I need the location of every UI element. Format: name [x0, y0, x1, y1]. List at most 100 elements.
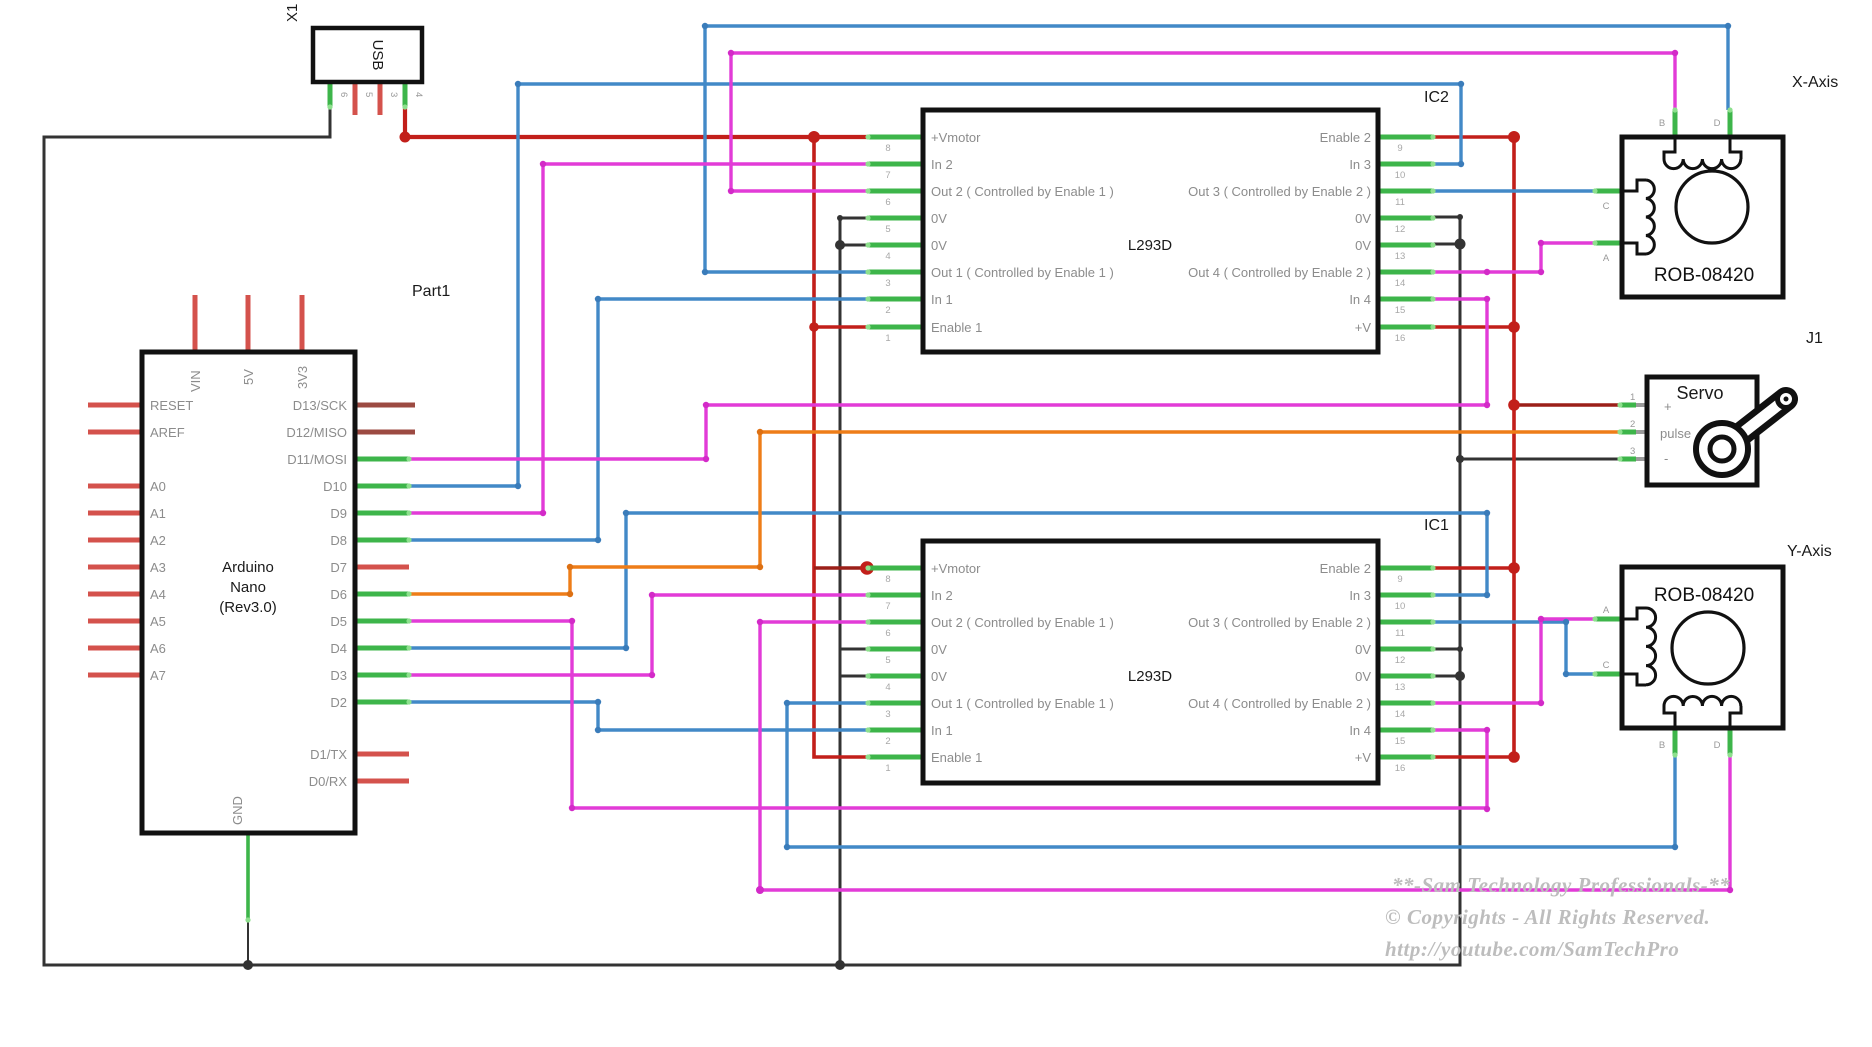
ic1-pin-number: 10	[1395, 601, 1406, 612]
ic2-pin-label: In 1	[931, 292, 953, 307]
watermark-line2: © Copyrights - All Rights Reserved.	[1385, 905, 1710, 929]
brown-pin-stubs[interactable]	[355, 402, 415, 435]
stepper-x-ref-label: X-Axis	[1792, 74, 1838, 91]
servo[interactable]: J1 Servo + pulse - 1 2 3	[1630, 330, 1823, 488]
ic1-pin-label: Out 1 ( Controlled by Enable 1 )	[931, 696, 1114, 711]
ic2-pin-label: Out 1 ( Controlled by Enable 1 )	[931, 265, 1114, 280]
blue-bendpoints	[514, 22, 1732, 851]
ic2-pin-label: In 3	[1349, 157, 1371, 172]
arduino-nano[interactable]: Part1 Arduino Nano (Rev3.0) VIN 5V 3V3 G…	[139, 283, 450, 836]
stepper-y-rotor	[1670, 610, 1746, 686]
arduino-pin-label: D2	[330, 695, 347, 710]
ic1-pin-number: 7	[885, 601, 890, 612]
ic2-pin-label: 0V	[1355, 238, 1371, 253]
ic2-l293d[interactable]: IC2 L293D +Vmotor In 2 Out 2 ( Controlle…	[885, 89, 1449, 355]
servo-pin-number: 2	[1630, 419, 1635, 430]
arduino-pin-label: A5	[150, 614, 166, 629]
ic1-pin-number: 11	[1395, 628, 1405, 639]
ic1-pin-number: 4	[885, 682, 890, 693]
stepper-y[interactable]: Y-Axis ROB-08420 A C B D	[1603, 543, 1832, 751]
arduino-pin-label: D1/TX	[310, 747, 347, 762]
ic2-pin-number: 10	[1395, 170, 1406, 181]
ic1-pin-number: 1	[885, 763, 890, 774]
ic2-pin-number: 9	[1397, 143, 1402, 154]
usb-pin-number: 6	[338, 92, 349, 97]
arduino-title: (Rev3.0)	[219, 599, 277, 616]
ic1-pin-number: 3	[885, 709, 890, 720]
arduino-pin-label: D7	[330, 560, 347, 575]
ic2-pin-number: 15	[1395, 305, 1406, 316]
arduino-pin-label: RESET	[150, 398, 193, 413]
wire-d5-ic1-in4	[409, 619, 1489, 810]
ic2-name: L293D	[1128, 237, 1172, 254]
stepper-x-pin-letter: B	[1659, 118, 1665, 129]
servo-horn	[1693, 387, 1798, 478]
arduino-pin-label: 3V3	[295, 366, 310, 389]
ic2-pin-number: 14	[1395, 278, 1406, 289]
stepper-y-name: ROB-08420	[1654, 585, 1754, 606]
stepper-x-coil-left	[1622, 178, 1646, 256]
ic1-name: L293D	[1128, 668, 1172, 685]
stepper-y-pin-letter: C	[1603, 660, 1610, 671]
arduino-pin-label: A4	[150, 587, 166, 602]
ic2-ref-label: IC2	[1424, 89, 1449, 106]
green-pin-stubs[interactable]	[327, 82, 1733, 760]
wire-ic1-out3-yC	[1433, 620, 1595, 676]
stepper-y-pin-letter: B	[1659, 740, 1665, 751]
stepper-x-pin-letter: D	[1714, 118, 1721, 129]
stepper-x-name: ROB-08420	[1654, 265, 1754, 286]
ic2-body[interactable]	[920, 107, 1381, 355]
ic1-l293d[interactable]: IC1 L293D +Vmotor In 2 Out 2 ( Controlle…	[885, 517, 1449, 786]
servo-pin-label: +	[1664, 399, 1672, 414]
ic1-pin-number: 9	[1397, 574, 1402, 585]
usb-body[interactable]	[310, 25, 425, 85]
stepper-y-pin-letter: A	[1603, 605, 1610, 616]
ic1-ref-label: IC1	[1424, 517, 1449, 534]
usb-ref-label: X1	[284, 4, 301, 22]
stepper-y-ref-label: Y-Axis	[1787, 543, 1832, 560]
servo-ref-label: J1	[1806, 330, 1823, 347]
orange-bendpoints	[566, 428, 764, 598]
green-stub-tips	[245, 104, 1733, 923]
stepper-x-coil-top	[1662, 137, 1743, 159]
red-pin-stubs[interactable]	[88, 82, 409, 784]
ic1-body[interactable]	[920, 538, 1381, 786]
ic1-pin-label: Enable 1	[931, 750, 982, 765]
ic2-pin-label: 0V	[931, 211, 947, 226]
stepper-y-coil-left-bumps	[1645, 606, 1658, 687]
wire-d6-servo-pulse	[409, 430, 1620, 596]
ic1-pin-label: 0V	[1355, 642, 1371, 657]
wire-d8-ic2-in1	[409, 297, 868, 542]
arduino-ref-label: Part1	[412, 283, 450, 300]
ic1-pin-label: In 2	[931, 588, 953, 603]
ic2-pin-label: +Vmotor	[931, 130, 981, 145]
ic2-pin-label: Out 4 ( Controlled by Enable 2 )	[1188, 265, 1371, 280]
wire-d4-ic1-in3	[409, 511, 1489, 650]
arduino-pin-label: D9	[330, 506, 347, 521]
wire-d9-ic2-in2	[409, 162, 868, 515]
ic2-pin-number: 5	[885, 224, 890, 235]
arduino-pin-label: A0	[150, 479, 166, 494]
power-net-wires[interactable]	[402, 107, 1620, 759]
ic2-pin-label: Enable 2	[1320, 130, 1371, 145]
arduino-pin-label: D6	[330, 587, 347, 602]
ic1-pin-number: 8	[885, 574, 890, 585]
watermark-line3: http://youtube.com/SamTechPro	[1385, 937, 1679, 961]
stepper-y-coil-bottom	[1662, 706, 1743, 728]
ic1-pin-label: Enable 2	[1320, 561, 1371, 576]
arduino-pin-label: 5V	[241, 369, 256, 385]
stepper-x[interactable]: X-Axis ROB-08420 B D C A	[1603, 74, 1839, 300]
orange-signal-wires[interactable]	[409, 430, 1620, 596]
ic2-pin-label: In 2	[931, 157, 953, 172]
arduino-body[interactable]	[139, 349, 358, 836]
servo-pin-label: pulse	[1660, 426, 1691, 441]
black-junctions	[243, 214, 1466, 970]
ic2-pin-number: 1	[885, 333, 890, 344]
usb-connector[interactable]: X1 USB 6 5 3 4	[284, 4, 425, 98]
ic2-pin-number: 2	[885, 305, 890, 316]
ic1-pin-label: 0V	[931, 642, 947, 657]
ic1-pin-label: +Vmotor	[931, 561, 981, 576]
ic2-pin-label: Enable 1	[931, 320, 982, 335]
magenta-bendpoints	[539, 49, 1734, 894]
ic1-pin-number: 14	[1395, 709, 1406, 720]
